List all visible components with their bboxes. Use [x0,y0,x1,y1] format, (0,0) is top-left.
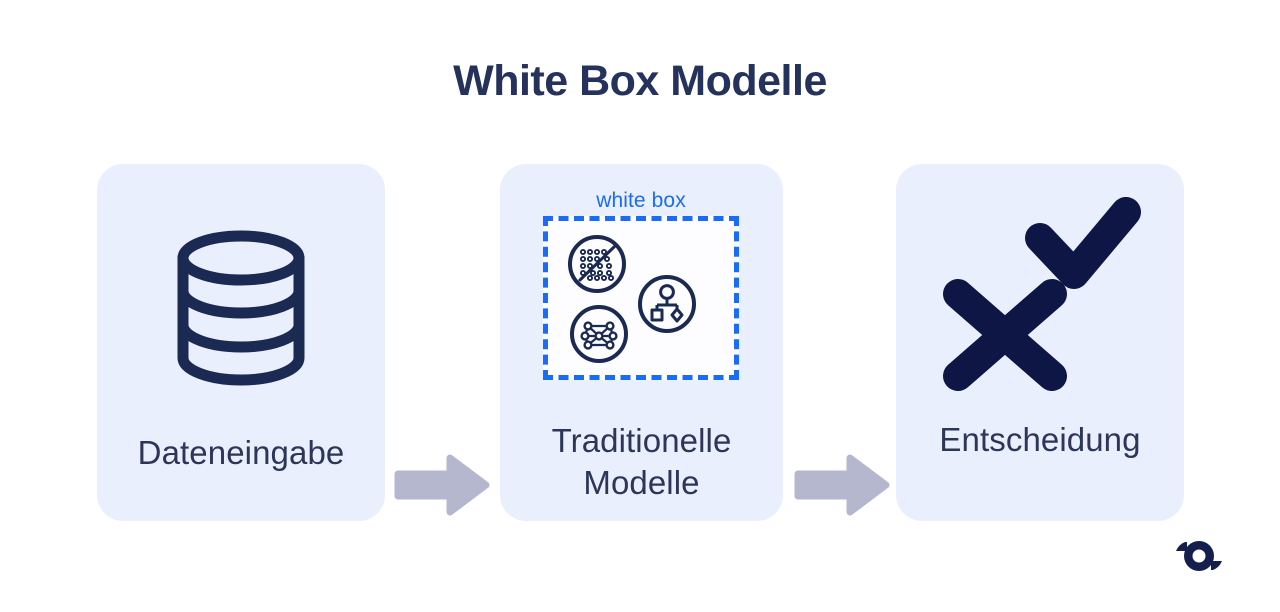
neural-network-icon [568,303,630,365]
page-title: White Box Modelle [453,57,827,105]
flow-step-decision-label: Entscheidung [939,421,1141,458]
white-box-dashed-frame [543,216,739,380]
brand-logo-icon [1174,534,1224,578]
scatter-plot-icon [566,233,628,295]
white-box-caption: white box [596,189,686,212]
database-icon-area [97,218,385,398]
decision-icons-area [896,184,1184,404]
flow-step-input: Dateneingabe [97,164,385,521]
flow-step-input-label: Dateneingabe [137,434,345,471]
white-box-group: white box [543,190,739,380]
cross-mark-icon [943,279,1067,391]
database-icon [177,230,305,386]
flow-step-decision: Entscheidung [896,164,1184,521]
arrow-right-icon-2 [794,454,890,516]
flow-step-models: white box [500,164,783,521]
arrow-right-icon-1 [394,454,490,516]
flow-step-models-label-line1: Traditionelle [551,422,732,459]
decision-tree-icon [636,273,698,335]
flow-step-models-label: Traditionelle Modelle [500,420,783,504]
flow-diagram: Dateneingabe white box [0,164,1280,524]
flow-step-models-label-line2: Modelle [583,464,700,502]
check-mark-icon [1025,197,1141,289]
